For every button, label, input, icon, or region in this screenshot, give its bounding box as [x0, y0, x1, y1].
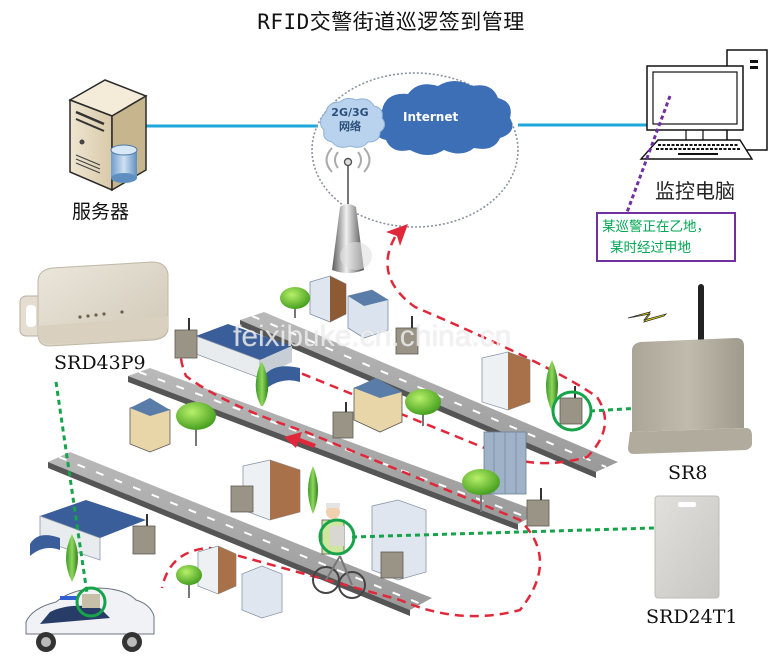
highlight-circles — [75, 390, 593, 618]
tree-icon — [308, 466, 318, 514]
tree-icon — [176, 402, 216, 446]
watermark: feixibuke.cn.china.cn — [233, 320, 512, 353]
tree-icon — [405, 389, 441, 426]
cellular-network-cloud-icon — [320, 97, 386, 148]
tag-label: SRD24T1 — [646, 606, 738, 628]
building — [481, 351, 531, 411]
fixed-reader-icon — [332, 402, 354, 439]
radio-waves-icon — [325, 147, 371, 173]
route-arrow-icon — [284, 224, 408, 448]
building — [197, 545, 283, 619]
rfid-card-tag-icon — [654, 495, 720, 599]
internet-cloud-icon — [372, 81, 513, 155]
fixed-reader-icon — [380, 551, 404, 579]
building — [309, 275, 389, 339]
network-cloud-group — [311, 72, 519, 228]
fixed-reader-icon — [395, 316, 419, 355]
reader-highlight — [551, 390, 593, 432]
lightning-icon — [627, 311, 668, 323]
monitor-label: 监控电脑 — [655, 179, 735, 203]
cellular-network-label: 2G/3G 网络 — [328, 106, 372, 134]
cell-tower-icon — [332, 157, 372, 273]
reader-on-car — [82, 594, 100, 608]
building — [129, 398, 171, 453]
fixed-reader-icon — [230, 485, 254, 513]
rf-links — [54, 381, 655, 601]
fixed-rfid-reader-icon — [627, 284, 752, 454]
page-title: RFID交警街道巡逻签到管理 — [257, 10, 525, 34]
tree-icon — [280, 287, 310, 318]
tree-icon — [546, 360, 558, 412]
police-car-icon — [25, 587, 155, 652]
cyclist-highlight — [318, 518, 356, 556]
fixed-reader-icon — [174, 318, 198, 359]
status-link-line — [624, 95, 672, 216]
cellular-label-line2: 网络 — [339, 120, 361, 133]
car-reader-highlight — [75, 586, 107, 618]
tree-icon — [462, 469, 500, 512]
status-line-1: 某巡警正在乙地， — [602, 219, 710, 235]
tree-icon — [176, 565, 202, 598]
building — [242, 459, 301, 521]
desktop-computer-icon — [639, 49, 768, 160]
building — [353, 378, 403, 433]
fixed-reader-icon — [132, 514, 156, 555]
fixed-reader-icon — [526, 488, 550, 527]
cellular-label-line1: 2G/3G — [331, 106, 369, 119]
patrol-route — [160, 236, 607, 618]
tree-icon — [255, 362, 269, 406]
tree-icon — [66, 534, 78, 582]
vehicle-rfid-reader-icon — [19, 261, 169, 347]
fixed-reader-label: SR8 — [668, 462, 708, 484]
status-line-2: 某时经过甲地 — [610, 240, 691, 256]
vehicle-reader-label: SRD43P9 — [54, 352, 146, 374]
server-label: 服务器 — [72, 201, 130, 223]
fixed-readers — [132, 316, 583, 579]
tag-on-cyclist — [330, 526, 344, 546]
internet-label: Internet — [403, 110, 459, 124]
trees — [66, 287, 558, 598]
status-message-box: 某巡警正在乙地， 某时经过甲地 — [596, 212, 736, 262]
server-icon — [68, 79, 148, 192]
school-building — [30, 500, 146, 561]
